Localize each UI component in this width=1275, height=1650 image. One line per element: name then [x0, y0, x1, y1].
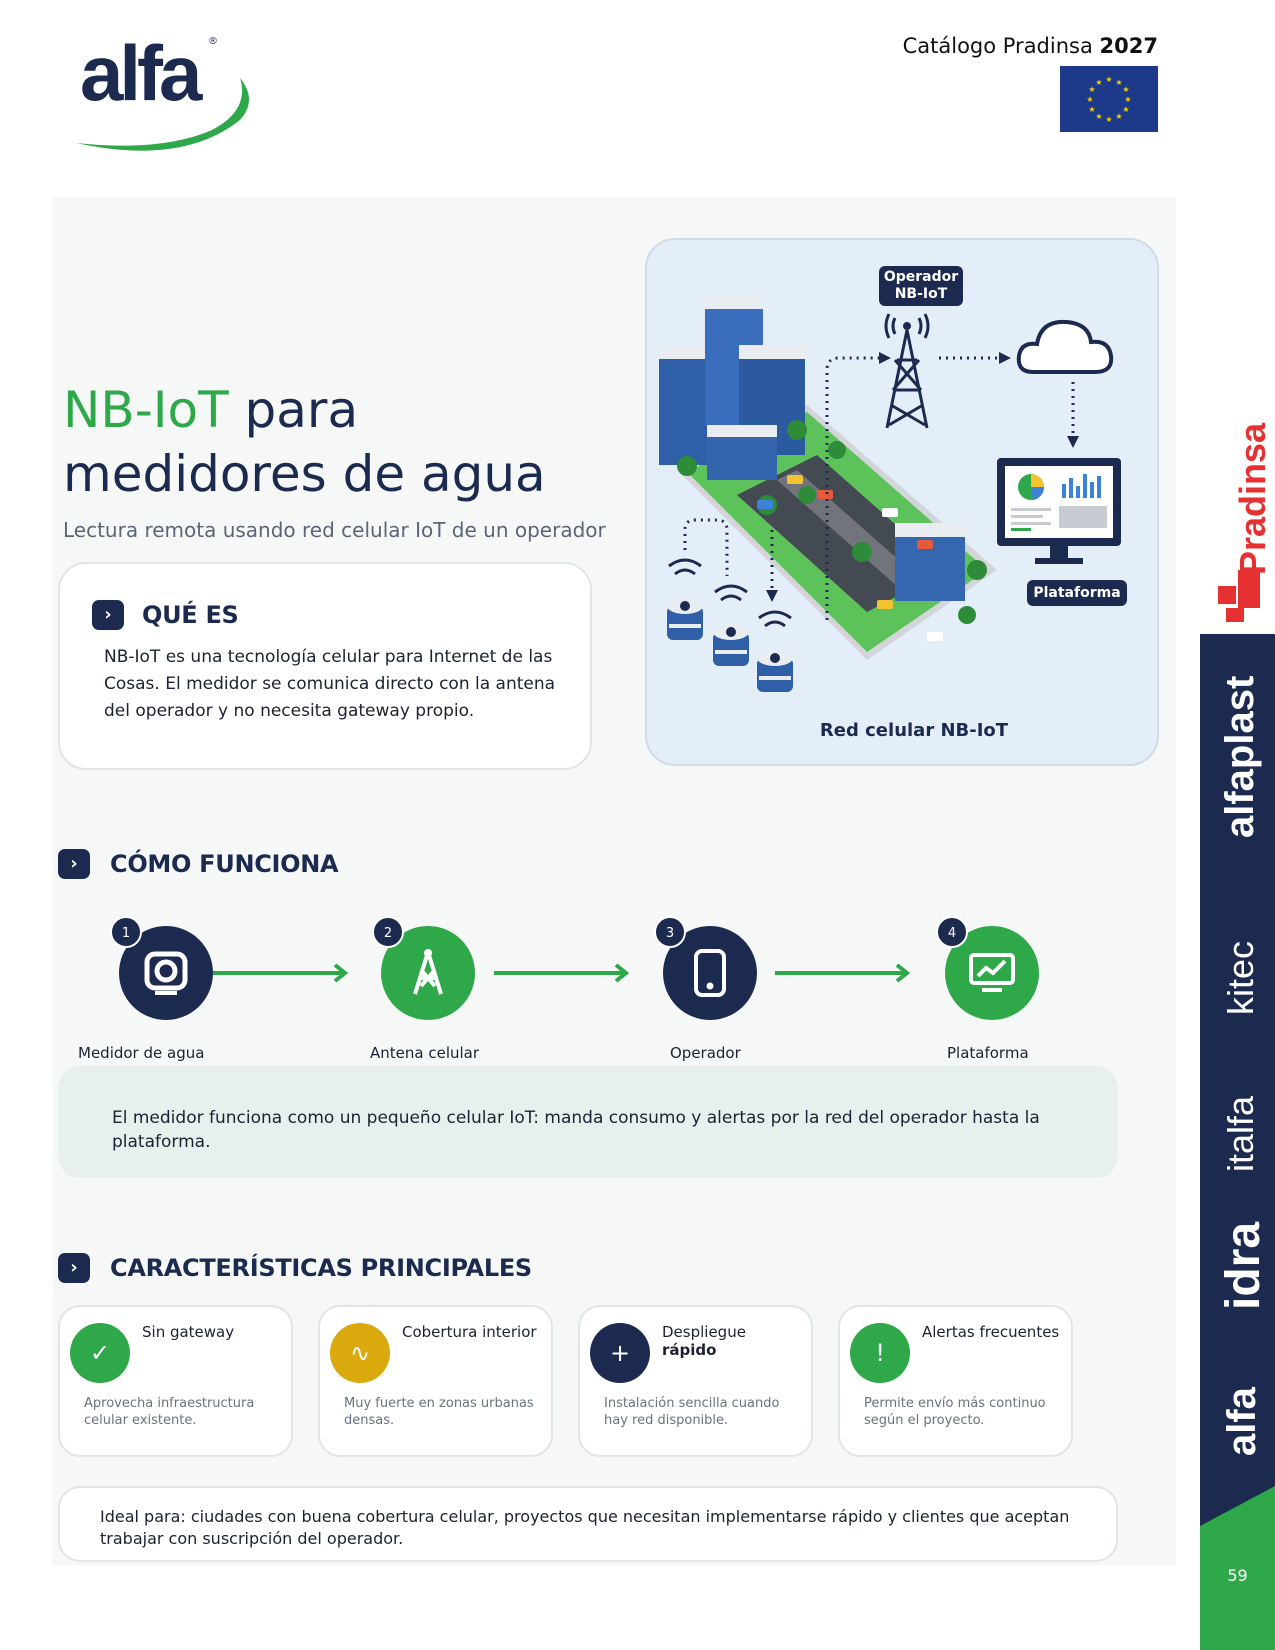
logo-swoosh-icon: [76, 78, 249, 151]
features-heading: › CARACTERÍSTICAS PRINCIPALES: [58, 1253, 532, 1283]
brand-italfa[interactable]: italfa: [1220, 1095, 1261, 1172]
pradinsa-logo-icon: [1218, 586, 1236, 604]
feature-title: Cobertura interior: [402, 1323, 537, 1341]
brand-sidebar: [1200, 634, 1275, 1650]
svg-text:★: ★: [1095, 78, 1102, 87]
brand-kitec[interactable]: kitec: [1220, 940, 1261, 1015]
chevron-right-icon: ›: [58, 1253, 90, 1283]
wave-icon: ∿: [330, 1323, 390, 1383]
step-label: Plataforma: [947, 1044, 1029, 1062]
svg-text:★: ★: [1088, 85, 1095, 94]
brand-alfaplast[interactable]: alfaplast: [1218, 675, 1262, 838]
svg-text:★: ★: [1105, 75, 1112, 84]
step-label: Operador: [670, 1044, 741, 1062]
step-platform: 4 Plataforma: [904, 916, 1084, 1066]
what-is-heading: QUÉ ES: [142, 601, 239, 629]
how-it-works-heading: › CÓMO FUNCIONA: [58, 849, 339, 879]
svg-text:★: ★: [1105, 115, 1112, 124]
what-is-card: › QUÉ ES NB-IoT es una tecnología celula…: [58, 562, 592, 770]
arrow-right-icon: [494, 963, 630, 983]
page-subtitle: Lectura remota usando red celular IoT de…: [63, 518, 606, 542]
illustration-caption: Red celular NB-IoT: [819, 720, 1009, 741]
alfa-logo: alfa ®: [72, 28, 262, 151]
feature-desc: Instalación sencilla cuando hay red disp…: [604, 1396, 780, 1428]
arrow-right-icon: [213, 963, 349, 983]
feature-title: Alertas frecuentes: [922, 1323, 1060, 1341]
alert-icon: !: [850, 1323, 910, 1383]
svg-text:★: ★: [1124, 95, 1131, 104]
step-number: 4: [936, 916, 968, 948]
step-antenna: 2 Antena celular: [340, 916, 520, 1066]
network-illustration: Operador NB-IoT Plataforma Red celular N…: [645, 238, 1159, 766]
arrow-right-icon: [775, 963, 911, 983]
step-number: 1: [110, 916, 142, 948]
svg-text:★: ★: [1095, 112, 1102, 121]
ideal-for-box: Ideal para: ciudades con buena cobertura…: [58, 1486, 1118, 1562]
chevron-right-icon: ›: [58, 849, 90, 879]
feature-card: ! Alertas frecuentes Permite envío más c…: [838, 1305, 1073, 1457]
step-number: 2: [372, 916, 404, 948]
svg-text:★: ★: [1086, 95, 1093, 104]
svg-text:★: ★: [1088, 105, 1095, 114]
feature-title: Sin gateway: [142, 1323, 235, 1341]
what-is-body: NB-IoT es una tecnología celular para In…: [104, 647, 556, 721]
page-title: NB-IoT para medidores de agua: [63, 381, 546, 503]
svg-text:★: ★: [1122, 85, 1129, 94]
page-number: 59: [1227, 1566, 1248, 1585]
step-water-meter: 1 Medidor de agua: [78, 916, 258, 1066]
eu-flag-icon: ★★★ ★★★ ★★★ ★★★: [1060, 66, 1158, 132]
feature-card: ✓ Sin gateway Aprovecha infraestructura …: [58, 1305, 293, 1457]
svg-text:★: ★: [1122, 105, 1129, 114]
check-icon: ✓: [70, 1323, 130, 1383]
city-network-icon: [659, 295, 1121, 692]
logo-text: alfa: [80, 29, 202, 117]
water-meter-icon: [119, 926, 213, 1020]
step-label: Antena celular: [370, 1044, 480, 1062]
step-number: 3: [654, 916, 686, 948]
antenna-icon: [381, 926, 475, 1020]
feature-desc: Muy fuerte en zonas urbanas densas.: [344, 1396, 534, 1428]
svg-text:★: ★: [1115, 78, 1122, 87]
operator-tag: Operador NB-IoT: [879, 266, 963, 306]
feature-desc: Aprovecha infraestructura celular existe…: [84, 1396, 255, 1428]
catalog-title: Catálogo Pradinsa 2027: [902, 34, 1158, 58]
step-operator: 3 Operador: [622, 916, 802, 1066]
platform-tag: Plataforma: [1027, 580, 1127, 606]
feature-card: ∿ Cobertura interior Muy fuerte en zonas…: [318, 1305, 553, 1457]
brand-idra[interactable]: idra: [1217, 1221, 1270, 1310]
how-it-works-note: El medidor funciona como un pequeño celu…: [58, 1066, 1118, 1178]
plus-icon: +: [590, 1323, 650, 1383]
feature-desc: Permite envío más continuo según el proy…: [864, 1396, 1046, 1428]
chevron-right-icon: ›: [92, 600, 124, 630]
svg-text:★: ★: [1115, 112, 1122, 121]
brand-alfa[interactable]: alfa: [1220, 1387, 1264, 1456]
brand-pradinsa: Pradinsa: [1232, 422, 1273, 575]
step-label: Medidor de agua: [78, 1044, 205, 1062]
